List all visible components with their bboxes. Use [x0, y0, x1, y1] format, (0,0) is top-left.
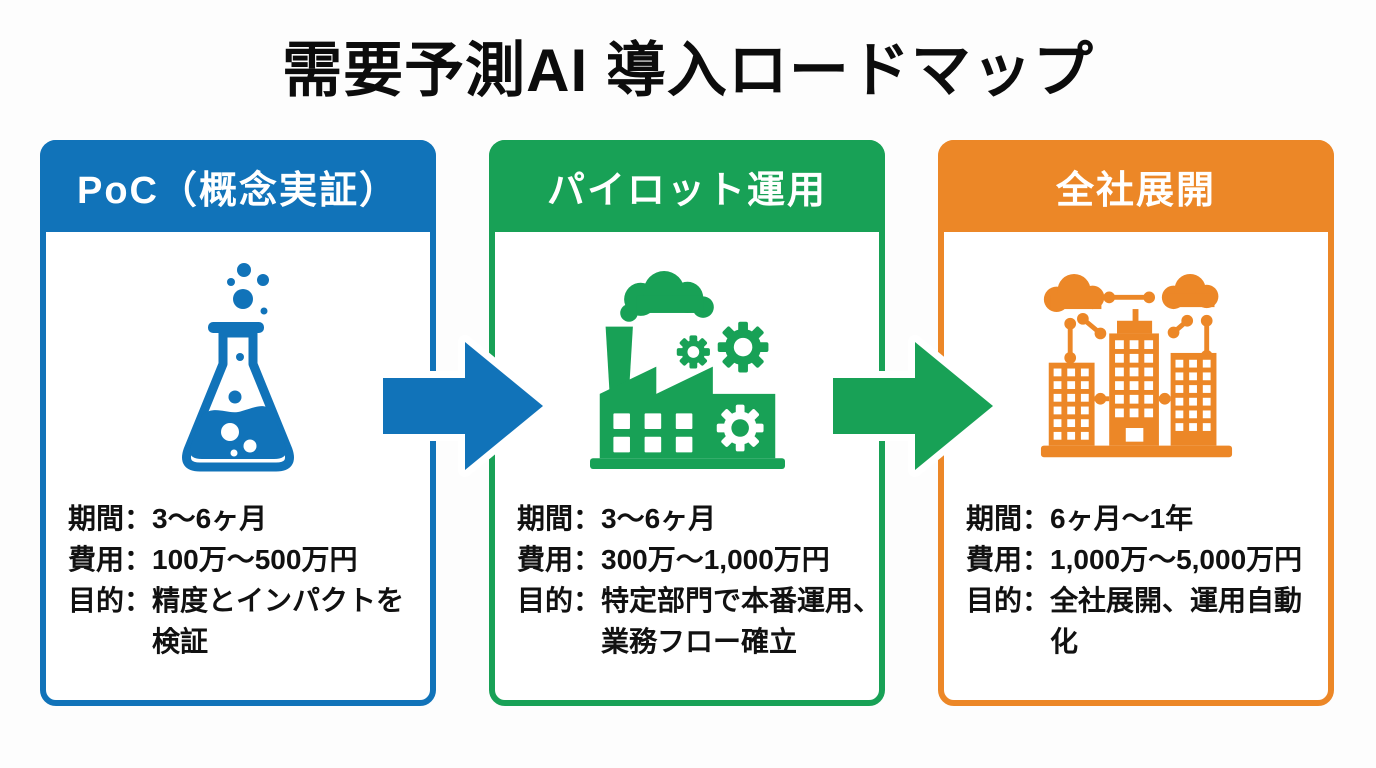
detail-label: 期間：: [966, 503, 1051, 534]
detail-row-goal: 目的： 全社展開、運用自動化: [966, 580, 1320, 662]
flask-icon: [46, 244, 430, 496]
buildings-icon: [944, 244, 1328, 496]
detail-value: 精度とインパクトを: [152, 585, 405, 616]
stage-pilot-details: 期間： 3〜6ヶ月 費用： 300万〜1,000万円 目的： 特定部門で本番運用…: [517, 498, 881, 662]
detail-value: 3〜6ヶ月: [152, 503, 268, 534]
detail-label: 目的：: [517, 585, 602, 616]
stage-poc-details: 期間： 3〜6ヶ月 費用： 100万〜500万円 目的： 精度とインパクトを検証: [68, 498, 422, 662]
detail-label: 期間：: [68, 503, 153, 534]
stage-card-pilot: パイロット運用: [489, 140, 885, 706]
detail-row-period: 期間： 3〜6ヶ月: [68, 498, 422, 539]
detail-label: 目的：: [966, 585, 1051, 616]
detail-label: 目的：: [68, 585, 153, 616]
detail-row-cost: 費用： 100万〜500万円: [68, 539, 422, 580]
detail-row-period: 期間： 3〜6ヶ月: [517, 498, 871, 539]
detail-value: 6ヶ月〜1年: [1050, 503, 1194, 534]
detail-label: 費用：: [966, 544, 1051, 575]
stage-card-poc-title: PoC（概念実証）: [76, 169, 399, 212]
stage-rollout-details: 期間： 6ヶ月〜1年 費用： 1,000万〜5,000万円 目的： 全社展開、運…: [966, 498, 1320, 662]
detail-value: 3〜6ヶ月: [601, 503, 717, 534]
detail-value: 特定部門で本番運用、: [601, 585, 882, 616]
detail-value: 100万〜500万円: [152, 544, 358, 575]
detail-row-period: 期間： 6ヶ月〜1年: [966, 498, 1320, 539]
stage-card-poc-header: PoC（概念実証）: [40, 140, 436, 232]
detail-label: 費用：: [68, 544, 153, 575]
detail-label: 費用：: [517, 544, 602, 575]
detail-value-line2: 業務フロー確立: [601, 626, 798, 657]
page-title: 需要予測AI 導入ロードマップ: [282, 37, 1094, 104]
arrow-pilot-to-rollout-icon: [826, 335, 1000, 477]
stage-card-poc: PoC（概念実証）: [40, 140, 436, 706]
factory-icon: [495, 244, 879, 496]
detail-value: 1,000万〜5,000万円: [1050, 544, 1303, 575]
arrow-poc-to-pilot-icon: [376, 335, 550, 477]
stage-card-rollout-title: 全社展開: [1055, 169, 1216, 212]
detail-value: 全社展開、運用自動: [1050, 585, 1303, 616]
stage-card-rollout: 全社展開: [938, 140, 1334, 706]
detail-row-goal: 目的： 精度とインパクトを検証: [68, 580, 422, 662]
detail-label: 期間：: [517, 503, 602, 534]
detail-row-cost: 費用： 300万〜1,000万円: [517, 539, 871, 580]
detail-row-cost: 費用： 1,000万〜5,000万円: [966, 539, 1320, 580]
detail-value-line2: 検証: [152, 626, 209, 657]
stage-card-pilot-title: パイロット運用: [546, 169, 827, 212]
detail-value: 300万〜1,000万円: [601, 544, 830, 575]
detail-row-goal: 目的： 特定部門で本番運用、業務フロー確立: [517, 580, 881, 662]
stage-card-pilot-header: パイロット運用: [489, 140, 885, 232]
detail-value-line2: 化: [1050, 626, 1079, 657]
stage-card-rollout-header: 全社展開: [938, 140, 1334, 232]
